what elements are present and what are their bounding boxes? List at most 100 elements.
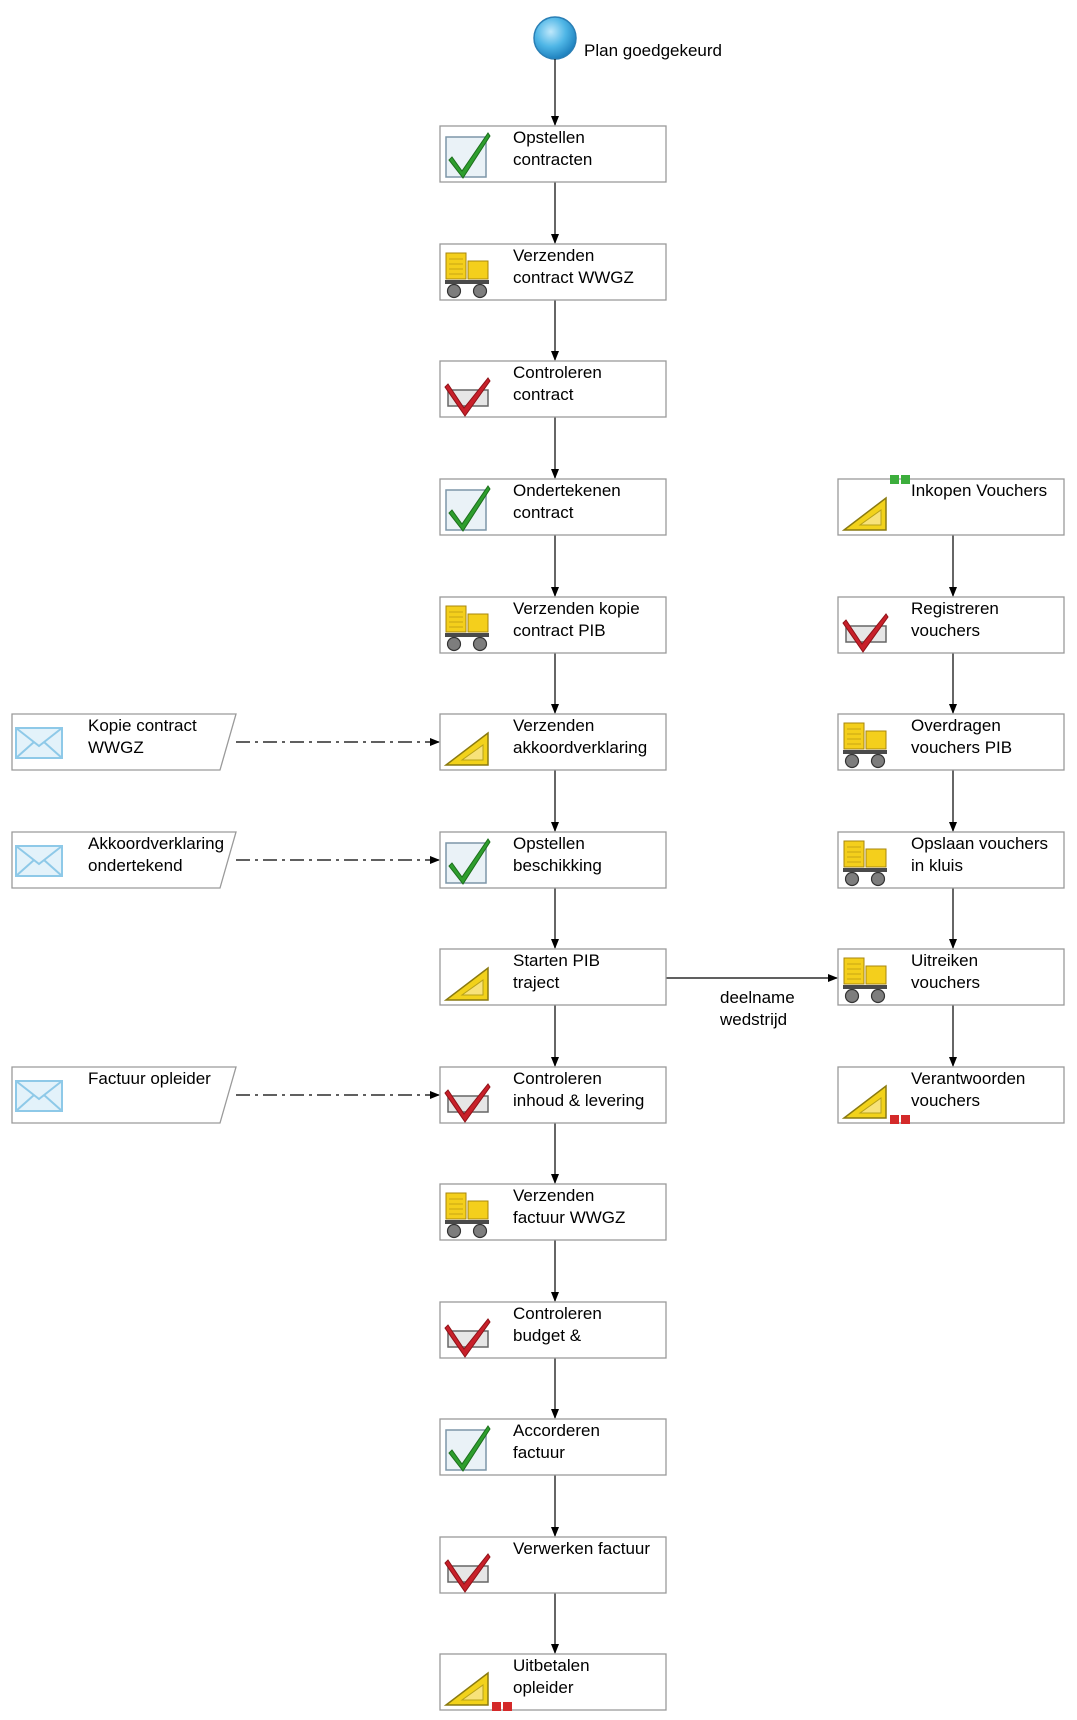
step-label-line: factuur [513, 1443, 565, 1462]
cart-icon [445, 1192, 489, 1239]
document-shape [11, 1066, 237, 1124]
triangle-ruler-icon [443, 966, 489, 1001]
step-label-line: opleider [513, 1678, 574, 1697]
step-label-line: Starten PIB [513, 951, 600, 970]
step-label-line: Registreren [911, 599, 999, 618]
step-box [439, 1301, 667, 1359]
cart-icon [843, 722, 887, 769]
step-verantwoorden-vouchers[interactable]: Verantwoorden vouchers [837, 1066, 1065, 1124]
step-label-line: vouchers [911, 1091, 980, 1110]
step-overdragen-vouchers-pib[interactable]: Overdragen vouchers PIB [837, 713, 1065, 771]
step-label-line: vouchers [911, 621, 980, 640]
step-inkopen-vouchers[interactable]: Inkopen Vouchers [837, 475, 1065, 536]
step-box [439, 1536, 667, 1594]
step-box [439, 1066, 667, 1124]
step-uitreiken-vouchers[interactable]: Uitreiken vouchers [837, 948, 1065, 1006]
step-label-line: Uitreiken [911, 951, 978, 970]
step-label-line: budget & [513, 1326, 582, 1345]
step-verzenden-factuur-wwgz[interactable]: Verzenden factuur WWGZ [439, 1183, 667, 1241]
start-marker-icon [890, 475, 910, 484]
step-box [837, 596, 1065, 654]
step-label-line: contracten [513, 150, 592, 169]
step-label-line: Ondertekenen [513, 481, 621, 500]
document-label-line: Kopie contract [88, 716, 197, 735]
check-red-icon [444, 377, 491, 417]
step-opstellen-contracten[interactable]: Opstellen contracten [439, 125, 667, 183]
triangle-ruler-icon [443, 1671, 489, 1706]
check-green-icon [445, 485, 491, 532]
step-label-line: Verzenden [513, 716, 594, 735]
step-label-line: vouchers PIB [911, 738, 1012, 757]
step-label-line: Overdragen [911, 716, 1001, 735]
document-shape [11, 713, 237, 771]
check-green-icon [445, 132, 491, 179]
envelope-icon [15, 845, 63, 877]
step-label-line: factuur WWGZ [513, 1208, 625, 1227]
step-label-line: beschikking [513, 856, 602, 875]
start-event-icon [533, 16, 577, 60]
step-label-line: Inkopen Vouchers [911, 481, 1047, 500]
triangle-ruler-icon [841, 1084, 887, 1119]
step-label-line: Opslaan vouchers [911, 834, 1048, 853]
check-green-icon [445, 1425, 491, 1472]
step-uitbetalen-opleider[interactable]: Uitbetalen opleider [439, 1653, 667, 1711]
step-verwerken-factuur[interactable]: Verwerken factuur [439, 1536, 667, 1594]
step-label-line: inhoud & levering [513, 1091, 644, 1110]
step-label-line: Verwerken factuur [513, 1539, 650, 1558]
step-label-line: Controleren [513, 363, 602, 382]
start-event[interactable]: Plan goedgekeurd [533, 16, 722, 60]
step-controleren-contract[interactable]: Controleren contract [439, 360, 667, 418]
document-factuur-opleider[interactable]: Factuur opleider [11, 1066, 237, 1124]
step-label-line: Verzenden [513, 1186, 594, 1205]
step-opslaan-vouchers-in-kluis[interactable]: Opslaan vouchers in kluis [837, 831, 1065, 889]
triangle-ruler-icon [841, 496, 887, 531]
start-event-label: Plan goedgekeurd [584, 41, 722, 60]
document-label-line: ondertekend [88, 856, 183, 875]
cross-edge-label: deelname wedstrijd [719, 988, 795, 1029]
step-label-line: Verzenden [513, 246, 594, 265]
end-marker-icon [890, 1115, 910, 1124]
document-shape [11, 831, 237, 889]
step-label-line: akkoordverklaring [513, 738, 647, 757]
step-label-line: Uitbetalen [513, 1656, 590, 1675]
check-red-icon [842, 613, 889, 653]
document-label-line: Factuur opleider [88, 1069, 211, 1088]
cart-icon [445, 252, 489, 299]
step-verzenden-contract-wwgz[interactable]: Verzenden contract WWGZ [439, 243, 667, 301]
check-red-icon [444, 1553, 491, 1593]
cross-edge-label-line2: wedstrijd [719, 1010, 787, 1029]
step-label-line: contract [513, 385, 574, 404]
document-akkoordverklaring-ondertekend[interactable]: Akkoordverklaring ondertekend [11, 831, 237, 889]
step-starten-pib-traject[interactable]: Starten PIB traject [439, 948, 667, 1006]
envelope-icon [15, 727, 63, 759]
step-label-line: Opstellen [513, 128, 585, 147]
cart-icon [843, 840, 887, 887]
step-label-line: contract WWGZ [513, 268, 634, 287]
step-label-line: Verantwoorden [911, 1069, 1025, 1088]
cart-icon [843, 957, 887, 1004]
step-label-line: contract PIB [513, 621, 606, 640]
document-label-line: Akkoordverklaring [88, 834, 224, 853]
step-label-line: in kluis [911, 856, 963, 875]
end-marker-icon [492, 1702, 512, 1711]
cross-edge-label-line1: deelname [720, 988, 795, 1007]
envelope-icon [15, 1080, 63, 1112]
connectors [236, 59, 957, 1654]
step-label-line: traject [513, 973, 560, 992]
step-verzenden-akkoordverklaring[interactable]: Verzenden akkoordverklaring [439, 713, 667, 771]
check-red-icon [444, 1083, 491, 1123]
check-red-icon [444, 1318, 491, 1358]
check-green-icon [445, 838, 491, 885]
step-registreren-vouchers[interactable]: Registreren vouchers [837, 596, 1065, 654]
step-label-line: vouchers [911, 973, 980, 992]
